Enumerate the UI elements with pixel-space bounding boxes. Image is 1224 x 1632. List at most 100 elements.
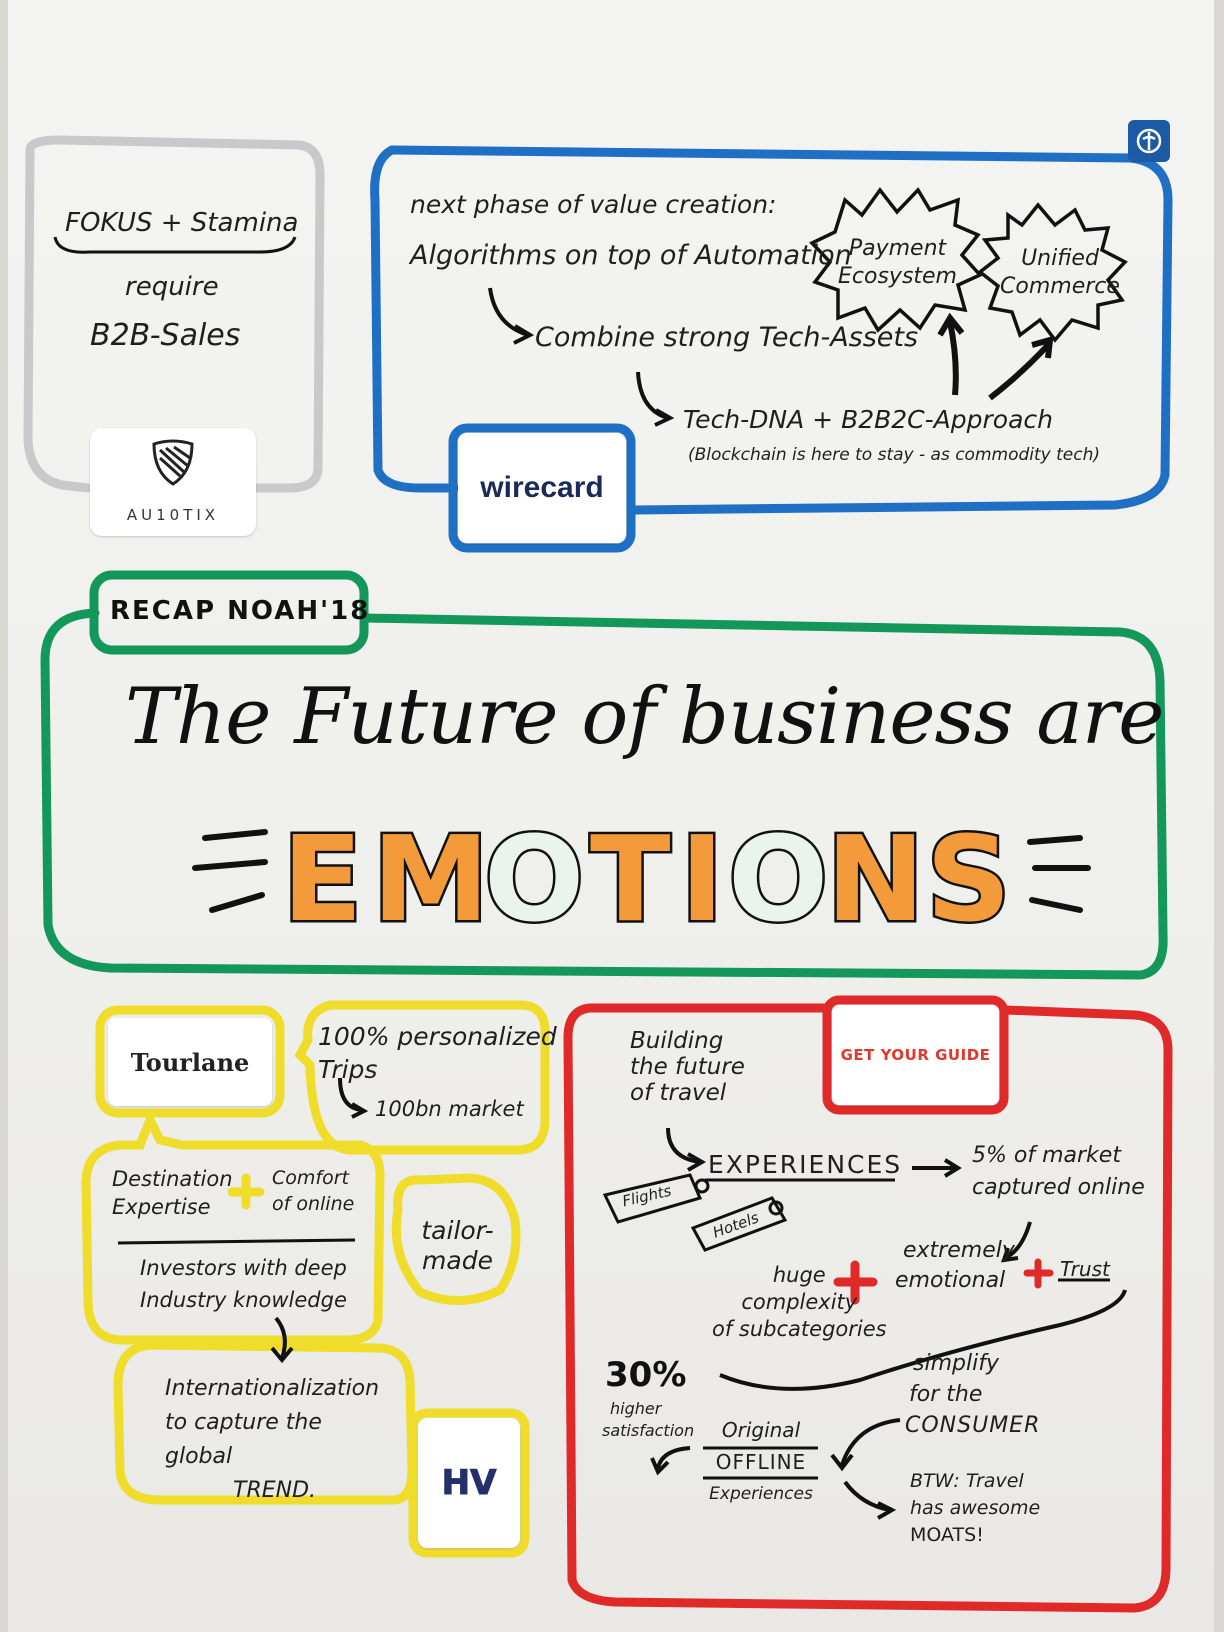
btw-moats-note: BTW: Travel has awesome MOATS! [910,1468,1040,1549]
headline: The Future of business are [125,672,1164,762]
hotels-tag-outline [690,1196,788,1252]
emotions-letter-i: I [678,810,727,948]
gyg-logo-text: GET YOUR GUIDE [840,1046,991,1064]
extreme-line1: extremely [903,1238,1015,1263]
plus-icon-red [833,1260,878,1305]
hv-logo-text: HV [441,1463,497,1504]
building-note: Building the future of travel [630,1028,745,1106]
blue-frame [370,145,460,493]
simplify-line1: simplify [913,1351,999,1376]
burst1-line2: Ecosystem [838,264,957,289]
original-line3: Experiences [709,1484,813,1504]
comfort-line1: Comfort [272,1167,349,1189]
simplify-line2: for the [909,1382,983,1407]
extremely-emotional: extremely emotional [895,1236,1015,1296]
internationalization-note: Internationalization to capture the glob… [165,1372,395,1508]
market-captured-note: 5% of market captured online [972,1140,1145,1204]
intl-line2: to capture the global [165,1410,322,1469]
btw-line3: MOATS! [910,1524,984,1546]
building-line3: of travel [630,1080,727,1106]
fokus-brace [53,236,297,254]
shield-logo-icon [152,439,194,486]
red-frame [563,1003,1173,1613]
building-line2: the future [630,1054,745,1080]
original-line2: OFFLINE [715,1450,807,1474]
btw-line2: has awesome [910,1497,1041,1519]
burst2-line2: Commerce [1000,274,1120,299]
original-line1: Original [721,1418,801,1442]
wirecard-logo-text: wirecard [480,471,604,504]
market-line2: captured online [972,1175,1145,1200]
huge-line2: complexity [741,1290,858,1314]
intl-line3: TREND. [233,1478,317,1503]
experiences-label: EXPERIENCES [708,1150,903,1179]
emotions-letter-m: M [369,810,491,948]
comfort-line2: of online [272,1193,355,1215]
simplify-note: simplify for the CONSUMER [905,1348,1040,1441]
intl-line1: Internationalization [165,1376,380,1401]
huge-line3: of subcategories [712,1317,887,1341]
huge-complexity-note: huge complexity of subcategories [712,1262,887,1343]
green-frame [40,608,1168,980]
burst1-line1: Payment [848,236,947,261]
payment-ecosystem-burst: Payment Ecosystem [830,228,965,298]
fokus-line1: require [125,272,219,302]
wirecard-logo: wirecard [458,433,626,543]
tourlane-logo: Tourlane [108,1018,272,1106]
emotions-letter-s: S [924,810,1014,948]
techdna-line: Tech-DNA + B2B2C-Approach [683,405,1053,434]
destination-expertise: Destination Expertise [112,1165,233,1221]
flipchart-paper [8,0,1214,1632]
grey-frame [25,135,325,493]
hv-logo: HV [418,1418,520,1548]
getyourguide-logo: GET YOUR GUIDE [832,1005,999,1105]
tailor-line2: made [422,1245,493,1275]
burst2-line1: Unified [1021,246,1099,271]
tourlane-logo-text: Tourlane [130,1047,250,1077]
au10tix-logo: AU10TIX [90,428,256,536]
btw-line1: BTW: Travel [910,1470,1024,1492]
personalized-line2: Trips [318,1055,378,1084]
personalized-line1: 100% personalized [318,1022,557,1051]
fokus-line2: B2B-Sales [90,318,241,353]
tailor-made-cloud: tailor- made [405,1208,510,1283]
flights-tag-outline [602,1173,703,1224]
payment-burst-outline [809,187,983,333]
trust-label: Trust [1060,1257,1110,1281]
extreme-line2: emotional [895,1268,1006,1293]
logo-badge-icon [1128,120,1170,162]
au10tix-label: AU10TIX [126,506,220,524]
market-line1: 5% of market [972,1143,1121,1168]
emotions-letter-o1: O [481,810,586,948]
comfort-online: Comfort of online [272,1165,354,1217]
tailor-line1: tailor- [421,1215,494,1245]
value-creation-line: next phase of value creation: [410,190,777,219]
higher-line1: higher [610,1399,662,1418]
blockchain-note: (Blockchain is here to stay - as commodi… [688,445,1101,465]
original-offline: Original OFFLINE Experiences [705,1414,817,1510]
investors-note: Investors with deep Industry knowledge [140,1252,347,1316]
destination-line2: Expertise [112,1195,211,1219]
unified-burst-outline [977,202,1128,343]
market-size: 100bn market [375,1097,524,1121]
building-line1: Building [630,1028,724,1054]
destination-line1: Destination [112,1167,233,1191]
emotions-letter-o2: O [725,810,830,948]
emotions-letter-t: T [588,810,673,948]
investors-line2: Industry knowledge [140,1288,347,1312]
yellow-frame [95,1005,285,1118]
combine-line: Combine strong Tech-Assets [535,322,919,353]
recap-tag: RECAP NOAH'18 [110,596,371,626]
emotions-letter-n: N [824,810,928,948]
fokus-title: FOKUS + Stamina [65,208,299,238]
simplify-line3: CONSUMER [905,1413,1041,1438]
thirty-percent: 30% [605,1355,687,1395]
investors-line1: Investors with deep [140,1256,347,1280]
huge-line1: huge [772,1263,826,1287]
unified-commerce-burst: Unified Commerce [1000,238,1120,308]
algorithms-line: Algorithms on top of Automation [410,240,852,271]
higher-line2: satisfaction [602,1421,695,1440]
emotions-letter-e: E [280,810,366,948]
higher-satisfaction: higher satisfaction [602,1398,694,1442]
